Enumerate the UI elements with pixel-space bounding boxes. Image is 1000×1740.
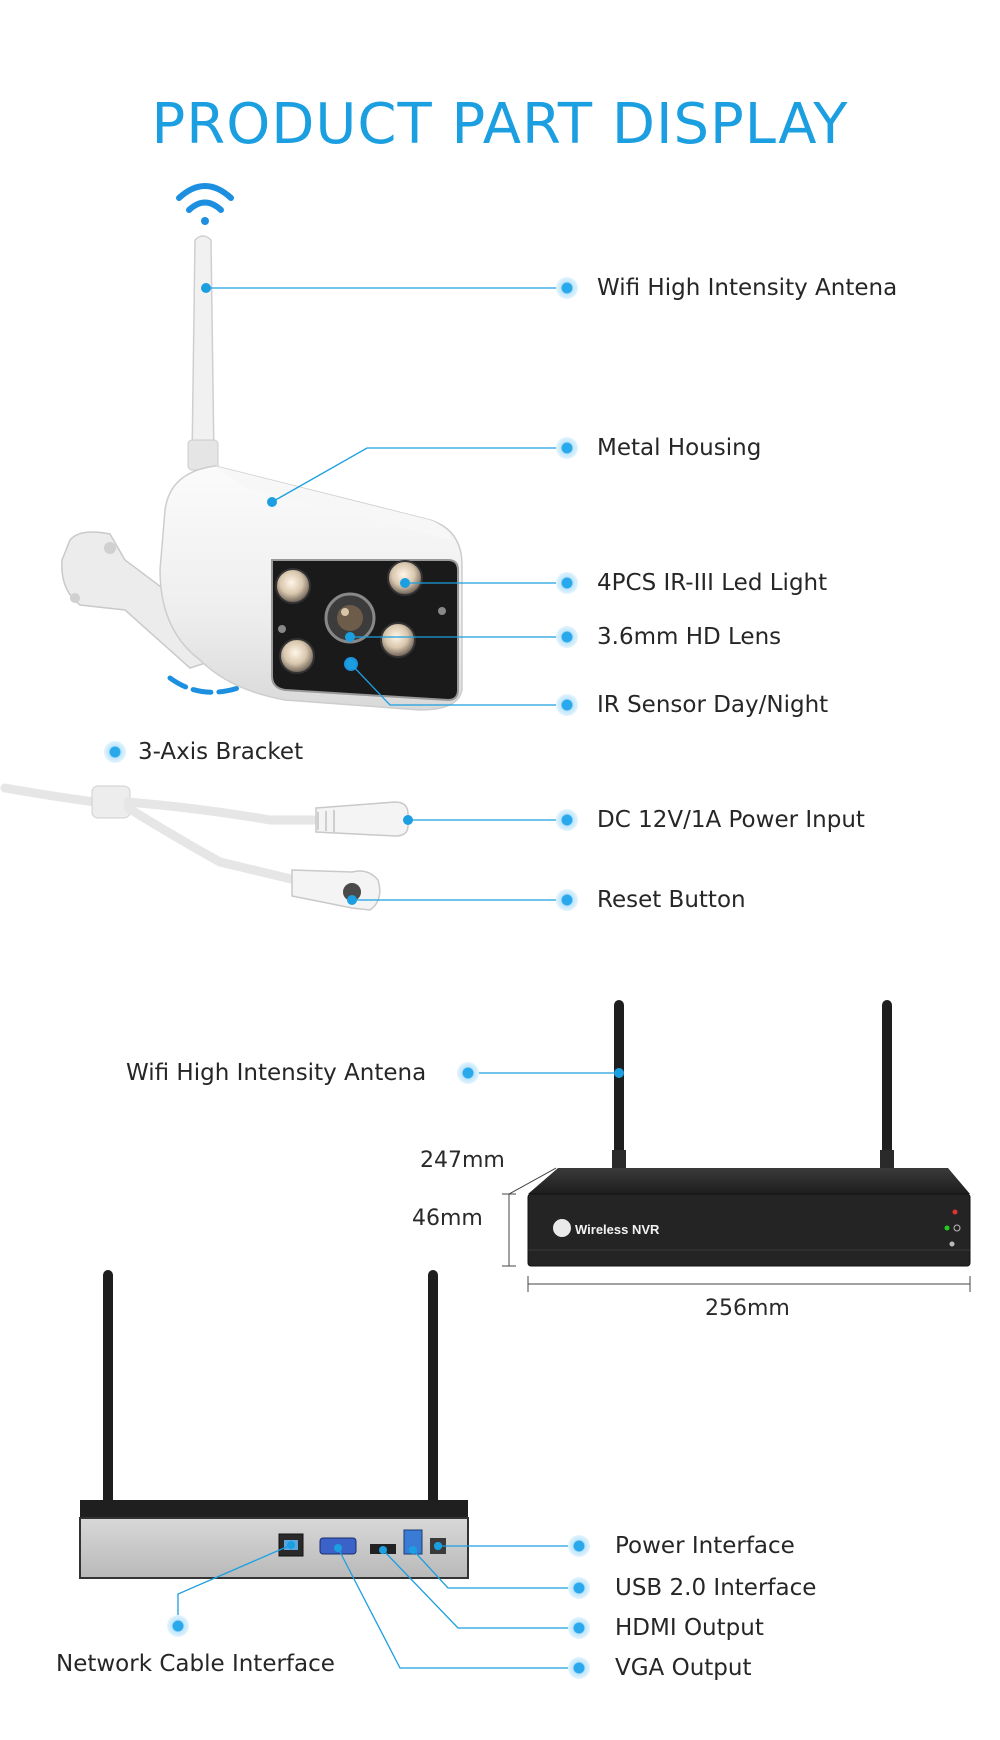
label-reset-button: Reset Button	[597, 887, 746, 913]
dimension-width: 256mm	[705, 1296, 790, 1321]
camera-antenna	[191, 235, 215, 461]
label-power-input: DC 12V/1A Power Input	[597, 807, 865, 833]
wifi-signal-icon	[176, 183, 234, 225]
label-camera-antenna: Wifi High Intensity Antena	[597, 275, 898, 301]
nvr-back-top	[80, 1500, 468, 1518]
nvr-back-panel	[79, 1517, 469, 1579]
nvr-antenna-left	[614, 1000, 624, 1170]
label-ir-sensor: IR Sensor Day/Night	[597, 692, 829, 718]
nvr-logo-icon	[553, 1219, 571, 1237]
label-usb-interface: USB 2.0 Interface	[615, 1575, 817, 1601]
dot-network	[167, 1615, 189, 1637]
nvr-back-leader-lines	[177, 1544, 579, 1669]
label-bracket: 3-Axis Bracket	[138, 739, 304, 765]
nvr-top	[528, 1168, 970, 1194]
nvr-brand: Wireless NVR	[575, 1222, 660, 1237]
dot-sensor	[556, 694, 578, 716]
nvr-back-illustration	[79, 1270, 469, 1579]
dot-usb	[568, 1577, 590, 1599]
dot-nvr-antenna	[457, 1062, 479, 1084]
dimension-depth: 247mm	[420, 1148, 505, 1173]
dot-vga	[568, 1657, 590, 1679]
nvr-back-anchor-dots	[287, 1541, 442, 1554]
dot-housing	[556, 437, 578, 459]
dot-antenna	[556, 277, 578, 299]
dot-power-interface	[568, 1535, 590, 1557]
label-network-interface: Network Cable Interface	[56, 1651, 335, 1677]
reset-connector	[291, 869, 381, 911]
dot-reset	[556, 889, 578, 911]
label-led-light: 4PCS IR-III Led Light	[597, 570, 828, 596]
camera-anchor-dots	[201, 283, 413, 905]
power-connector	[315, 801, 409, 837]
camera-illustration	[0, 183, 463, 911]
dimension-height: 46mm	[412, 1206, 483, 1231]
dot-hdmi	[568, 1617, 590, 1639]
nvr-front-illustration	[527, 1000, 971, 1267]
label-hdmi-output: HDMI Output	[615, 1615, 764, 1641]
label-nvr-antenna: Wifi High Intensity Antena	[126, 1060, 427, 1086]
dot-power	[556, 809, 578, 831]
label-vga-output: VGA Output	[615, 1655, 752, 1681]
dot-bracket	[104, 741, 126, 763]
page-title: PRODUCT PART DISPLAY	[151, 92, 849, 157]
dot-led	[556, 572, 578, 594]
dot-lens	[556, 626, 578, 648]
dimension-lines	[502, 1167, 971, 1292]
nvr-antenna-right	[882, 1000, 892, 1170]
label-power-interface: Power Interface	[615, 1533, 795, 1559]
nvr-front-face	[527, 1193, 971, 1267]
camera-leader-lines	[206, 287, 567, 901]
camera-label-dots	[104, 277, 578, 911]
label-metal-housing: Metal Housing	[597, 435, 762, 461]
label-hd-lens: 3.6mm HD Lens	[597, 624, 782, 650]
nvr-back-label-dots	[167, 1535, 590, 1679]
rotation-arrow-icon	[167, 675, 241, 695]
